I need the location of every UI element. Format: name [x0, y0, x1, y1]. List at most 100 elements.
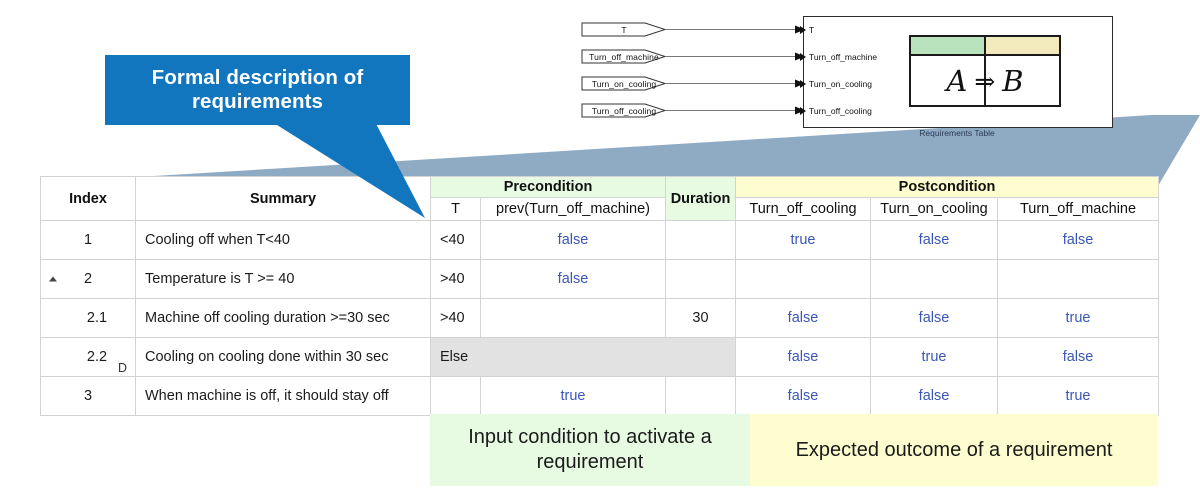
port-arrow-icon [800, 53, 806, 61]
cell-turn-on-cooling[interactable]: false [870, 298, 998, 338]
table-row[interactable]: 2.2 D Cooling on cooling done within 30 … [40, 337, 1160, 377]
icon-divider [984, 56, 986, 107]
cell-index[interactable]: 2 [40, 259, 136, 299]
block-port-label: T [809, 25, 815, 35]
block-input-ports: T Turn_off_machine Turn_on_cooling Turn_… [800, 17, 924, 127]
formula-consequent: B [1002, 64, 1024, 98]
cell-turn-off-machine[interactable] [996, 259, 1160, 299]
index-text: 2 [83, 271, 93, 287]
cell-turn-on-cooling[interactable]: true [870, 337, 998, 377]
cell-turn-off-cooling[interactable] [735, 259, 871, 299]
inport-label: Turn_off_machine [589, 51, 659, 62]
cell-prev-turn-off-machine[interactable]: false [480, 220, 666, 260]
block-caption: Requirements Table [919, 128, 995, 138]
duration-marker: D [117, 361, 127, 375]
block-port-label: Turn_on_cooling [809, 79, 873, 89]
cell-turn-off-machine[interactable]: true [996, 376, 1160, 416]
index-text: 3 [83, 388, 93, 404]
formula-antecedent: A [946, 64, 968, 98]
signal-line-0 [665, 25, 805, 34]
cell-summary[interactable]: Cooling on cooling done within 30 sec [135, 337, 431, 377]
cell-t[interactable] [430, 376, 481, 416]
implies-icon: ⇒ [974, 67, 996, 96]
legend-expected-outcome: Expected outcome of a requirement [750, 414, 1158, 486]
table-row[interactable]: 1 Cooling off when T<40 <40 false true f… [40, 220, 1160, 260]
cell-summary[interactable]: Temperature is T >= 40 [135, 259, 431, 299]
requirements-table-block[interactable]: T Turn_off_machine Turn_on_cooling Turn_… [800, 16, 1113, 128]
port-arrow-icon [800, 80, 806, 88]
simulink-diagram: T Turn_off_machine Turn_on_cooling Turn_… [575, 8, 1120, 138]
cell-duration[interactable] [665, 259, 736, 299]
cell-duration[interactable] [665, 376, 736, 416]
cell-t[interactable]: <40 [430, 220, 481, 260]
requirements-table: Index Summary Precondition Duration Post… [40, 176, 1160, 416]
inport-block-3[interactable]: Turn_off_cooling [581, 103, 667, 118]
callout-box: Formal description of requirements [105, 55, 410, 125]
block-port-2: Turn_on_cooling [800, 79, 873, 89]
cell-else-condition[interactable]: Else [430, 337, 736, 377]
cell-turn-on-cooling[interactable] [870, 259, 998, 299]
cell-summary[interactable]: Cooling off when T<40 [135, 220, 431, 260]
icon-precondition-swatch [911, 37, 986, 54]
inport-block-1[interactable]: Turn_off_machine [581, 49, 667, 64]
cell-turn-on-cooling[interactable]: false [870, 220, 998, 260]
column-header-turn-off-machine[interactable]: Turn_off_machine [996, 197, 1160, 221]
inport-block-0[interactable]: T [581, 22, 667, 37]
cell-turn-off-machine[interactable]: false [996, 220, 1160, 260]
column-header-index[interactable]: Index [40, 176, 136, 221]
column-header-turn-off-cooling[interactable]: Turn_off_cooling [735, 197, 871, 221]
cell-turn-on-cooling[interactable]: false [870, 376, 998, 416]
cell-index[interactable]: 3 [40, 376, 136, 416]
cell-turn-off-machine[interactable]: true [996, 298, 1160, 338]
table-row[interactable]: 3 When machine is off, it should stay of… [40, 376, 1160, 416]
cell-index[interactable]: 2.2 D [40, 337, 136, 377]
cell-turn-off-cooling[interactable]: false [735, 376, 871, 416]
inport-label: T [621, 24, 627, 35]
inport-label: Turn_on_cooling [591, 78, 657, 89]
legend-input-condition: Input condition to activate a requiremen… [430, 414, 750, 486]
column-header-t[interactable]: T [430, 197, 481, 221]
icon-header-strip [911, 37, 1059, 56]
cell-prev-turn-off-machine[interactable] [480, 298, 666, 338]
column-header-prev-turn-off-machine[interactable]: prev(Turn_off_machine) [480, 197, 666, 221]
cell-index[interactable]: 2.1 [40, 298, 136, 338]
cell-summary[interactable]: Machine off cooling duration >=30 sec [135, 298, 431, 338]
index-text: 1 [83, 232, 93, 248]
collapse-caret-icon[interactable] [49, 276, 57, 282]
table-header: Index Summary Precondition Duration Post… [40, 176, 1160, 221]
table-row[interactable]: 2 Temperature is T >= 40 >40 false [40, 259, 1160, 299]
table-row[interactable]: 2.1 Machine off cooling duration >=30 se… [40, 298, 1160, 338]
cell-turn-off-cooling[interactable]: true [735, 220, 871, 260]
column-header-turn-on-cooling[interactable]: Turn_on_cooling [870, 197, 998, 221]
column-header-duration[interactable]: Duration [665, 176, 736, 221]
port-arrow-icon [800, 26, 806, 34]
perspective-connector [40, 115, 1200, 191]
block-port-3: Turn_off_cooling [800, 106, 872, 116]
cell-prev-turn-off-machine[interactable]: true [480, 376, 666, 416]
cell-turn-off-machine[interactable]: false [996, 337, 1160, 377]
icon-body: A ⇒ B [911, 56, 1059, 107]
cell-turn-off-cooling[interactable]: false [735, 337, 871, 377]
index-text: 2.2 [86, 349, 108, 365]
legend-bar: Input condition to activate a requiremen… [430, 414, 1158, 486]
cell-index[interactable]: 1 [40, 220, 136, 260]
cell-t[interactable]: >40 [430, 259, 481, 299]
cell-t[interactable]: >40 [430, 298, 481, 338]
cell-prev-turn-off-machine[interactable]: false [480, 259, 666, 299]
inport-block-2[interactable]: Turn_on_cooling [581, 76, 667, 91]
column-group-precondition: Precondition [430, 176, 666, 198]
port-arrow-icon [800, 107, 806, 115]
block-port-label: Turn_off_cooling [809, 106, 872, 116]
cell-turn-off-cooling[interactable]: false [735, 298, 871, 338]
block-port-0: T [800, 25, 815, 35]
callout-tail [255, 118, 440, 223]
signal-line-1 [665, 52, 805, 61]
icon-postcondition-swatch [986, 37, 1059, 54]
header-row-groups: Index Summary Precondition Duration Post… [40, 176, 1160, 221]
column-group-postcondition: Postcondition [734, 176, 1160, 198]
cell-duration[interactable] [665, 220, 736, 260]
cell-duration[interactable]: 30 [665, 298, 736, 338]
signal-line-2 [665, 79, 805, 88]
cell-summary[interactable]: When machine is off, it should stay off [135, 376, 431, 416]
